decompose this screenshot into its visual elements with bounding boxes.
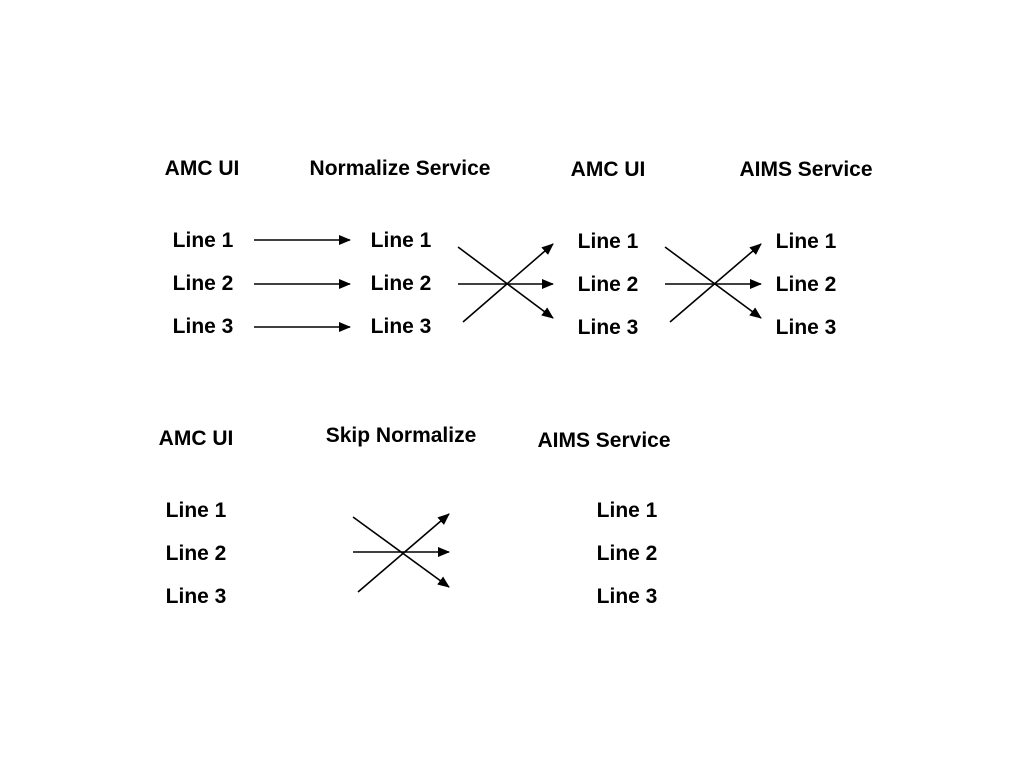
top-aims-line-1: Line 1 xyxy=(775,230,837,253)
top-normalize-line-2: Line 2 xyxy=(370,272,432,295)
top-normalize-line-3: Line 3 xyxy=(370,315,432,338)
bottom-amc-ui-line-3: Line 3 xyxy=(165,585,227,608)
bottom-aims-line-3: Line 3 xyxy=(596,585,658,608)
top-amc-ui-line-2: Line 2 xyxy=(172,272,234,295)
bottom-aims-line-2: Line 2 xyxy=(596,542,658,565)
bottom-aims-service-header: AIMS Service xyxy=(537,429,671,452)
top-amc-ui-header: AMC UI xyxy=(164,157,240,180)
top-amc-ui-line-1: Line 1 xyxy=(172,229,234,252)
bottom-skip-normalize-header: Skip Normalize xyxy=(325,424,477,447)
top-amc-ui-2-line-3: Line 3 xyxy=(577,316,639,339)
top-aims-line-3: Line 3 xyxy=(775,316,837,339)
arrow-top-3-down xyxy=(664,246,762,319)
top-normalize-line-1: Line 1 xyxy=(370,229,432,252)
arrow-bottom-down xyxy=(352,516,450,588)
top-aims-line-2: Line 2 xyxy=(775,273,837,296)
bottom-amc-ui-line-2: Line 2 xyxy=(165,542,227,565)
top-amc-ui-line-3: Line 3 xyxy=(172,315,234,338)
bottom-aims-line-1: Line 1 xyxy=(596,499,658,522)
arrow-top-3-up xyxy=(669,243,762,323)
bottom-amc-ui-line-1: Line 1 xyxy=(165,499,227,522)
top-amc-ui-2-line-1: Line 1 xyxy=(577,230,639,253)
arrow-top-2-down xyxy=(457,246,554,319)
arrow-top-2-up xyxy=(462,243,554,323)
top-amc-ui-2-line-2: Line 2 xyxy=(577,273,639,296)
top-aims-service-header: AIMS Service xyxy=(739,158,873,181)
top-normalize-service-header: Normalize Service xyxy=(309,157,491,180)
bottom-amc-ui-header: AMC UI xyxy=(158,427,234,450)
top-amc-ui-2-header: AMC UI xyxy=(570,158,646,181)
